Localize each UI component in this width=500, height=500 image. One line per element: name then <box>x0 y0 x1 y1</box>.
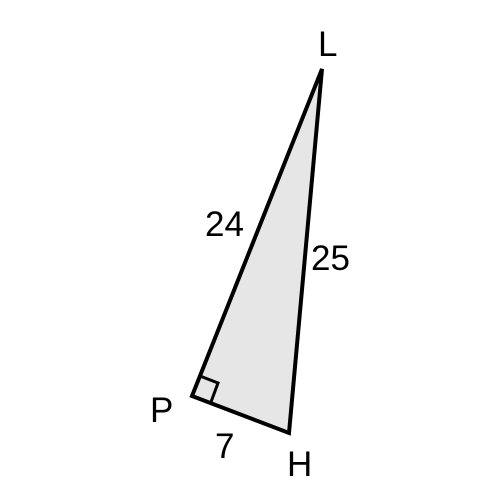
right-angle-marker-p <box>199 374 220 403</box>
vertex-label-l: L <box>318 25 337 64</box>
vertex-label-p: P <box>150 391 173 430</box>
side-length-ph: 7 <box>215 427 234 466</box>
triangle-plh <box>189 68 324 436</box>
side-length-pl: 24 <box>205 205 244 244</box>
vertex-label-h: H <box>287 445 312 484</box>
side-length-lh: 25 <box>311 239 350 278</box>
